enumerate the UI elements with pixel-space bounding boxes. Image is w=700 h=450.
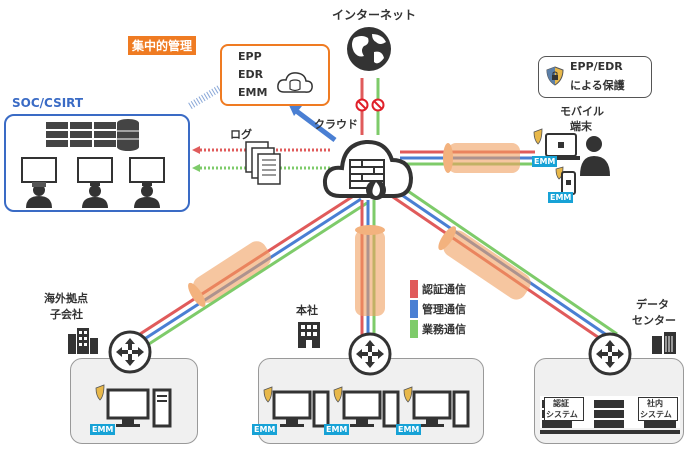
soc-operator-2-icon <box>77 157 113 208</box>
internal-system-label-2: システム <box>640 410 672 419</box>
protection-text-1: EPP/EDR <box>570 60 623 73</box>
pc-icon-hq-3 <box>403 386 470 428</box>
central-item-epp: EPP <box>238 50 262 63</box>
tunnel-overseas <box>188 241 272 307</box>
legend-auth-label: 認証通信 <box>422 283 466 296</box>
mgmt-arrow <box>288 103 337 142</box>
hq-emm-badge-3: EMM <box>396 424 422 435</box>
pc-icon-overseas <box>95 384 172 428</box>
auth-system-label-1: 認証 <box>553 399 569 408</box>
hq-building-icon <box>298 322 320 348</box>
legend-mgmt: 管理通信 <box>410 300 506 318</box>
mobile-label-2: 端末 <box>570 120 592 133</box>
legend: 認証通信 管理通信 業務通信 <box>410 280 506 340</box>
central-management-box <box>220 44 330 106</box>
auth-system-label-box <box>544 397 584 421</box>
mobile-emm-badge-2: EMM <box>548 192 574 203</box>
router-icon-overseas <box>108 330 152 374</box>
globe-icon <box>347 27 391 71</box>
legend-auth: 認証通信 <box>410 280 506 298</box>
central-item-emm: EMM <box>238 86 268 99</box>
tunnel-datacenter <box>438 226 531 300</box>
internal-system-label-box <box>638 397 678 421</box>
tunnel-mobile <box>443 143 520 173</box>
server-rack-icon <box>46 119 139 151</box>
legend-biz-label: 業務通信 <box>422 323 466 336</box>
pc-icon-hq-1 <box>263 386 330 428</box>
tunnel-hq <box>355 225 385 316</box>
legend-mgmt-label: 管理通信 <box>422 303 466 316</box>
log-label: ログ <box>230 128 252 141</box>
pc-icon-hq-2 <box>333 386 400 428</box>
legend-auth-swatch <box>410 280 418 298</box>
datacenter-building-icon <box>652 332 676 354</box>
datacenter-label-2: センター <box>632 314 676 327</box>
cloud-database-icon <box>277 72 313 93</box>
protection-text-2: による保護 <box>570 79 625 92</box>
soc-title: SOC/CSIRT <box>12 96 84 110</box>
soc-operator-1-icon <box>21 157 57 208</box>
overseas-label-1: 海外拠点 <box>44 292 88 305</box>
hq-emm-badge-1: EMM <box>252 424 278 435</box>
router-icon-datacenter <box>588 332 632 376</box>
log-documents-icon <box>245 141 281 185</box>
central-item-edr: EDR <box>238 68 264 81</box>
mobile-label-1: モバイル <box>560 105 604 118</box>
datacenter-label-1: データ <box>636 298 669 311</box>
hq-label: 本社 <box>296 304 318 317</box>
overseas-label-2: 子会社 <box>50 308 83 321</box>
internet-label: インターネット <box>332 8 417 22</box>
soc-central-connector <box>188 84 222 110</box>
mobile-emm-badge-1: EMM <box>532 156 558 167</box>
legend-biz: 業務通信 <box>410 320 506 338</box>
central-management-title: 集中的管理 <box>128 36 197 55</box>
legend-mgmt-swatch <box>410 300 418 318</box>
router-icon-hq <box>348 332 392 376</box>
overseas-emm-badge: EMM <box>90 424 116 435</box>
mobile-user-icon <box>533 128 610 176</box>
cloud-label: クラウド <box>314 118 358 131</box>
internal-system-label-1: 社内 <box>647 399 663 408</box>
cloud-firewall-icon <box>322 139 414 200</box>
auth-system-label-2: システム <box>546 410 578 419</box>
building-icon <box>68 328 98 354</box>
shield-lock-icon <box>546 66 564 86</box>
blocked-icon-1 <box>355 98 369 112</box>
soc-operator-3-icon <box>129 157 165 208</box>
legend-biz-swatch <box>410 320 418 338</box>
hq-emm-badge-2: EMM <box>324 424 350 435</box>
blocked-icon-2 <box>371 98 385 112</box>
